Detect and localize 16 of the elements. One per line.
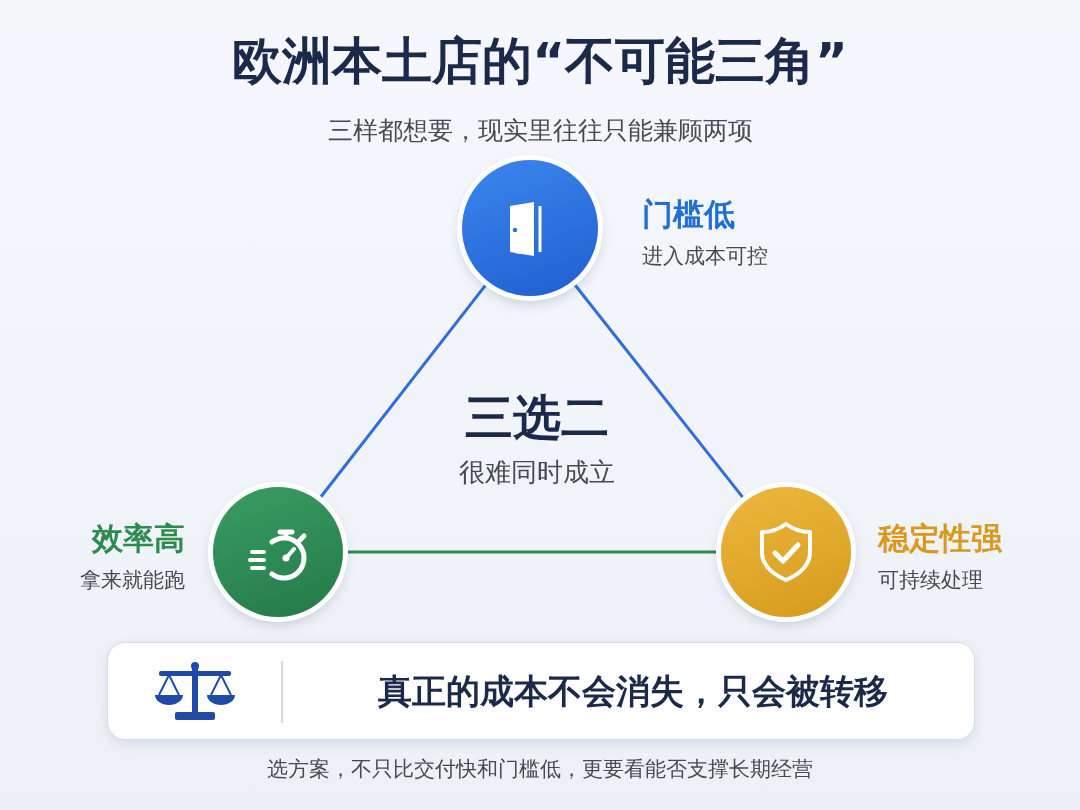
- connector-line: [348, 550, 716, 554]
- callout-text: 真正的成本不会消失，只会被转移: [377, 670, 889, 713]
- connector-line: [319, 284, 487, 498]
- node-subtitle: 进入成本可控: [642, 243, 769, 270]
- node-heading: 稳定性强: [878, 519, 1003, 558]
- node-subtitle: 拿来就能跑: [79, 567, 185, 594]
- title: 欧洲本土店的“不可能三角”: [231, 31, 849, 92]
- node-heading: 效率高: [90, 519, 185, 558]
- node-heading: 门槛低: [642, 195, 736, 234]
- center-heading: 三选二: [464, 388, 610, 447]
- connector-line: [574, 284, 744, 498]
- center-subtitle: 很难同时成立: [458, 456, 616, 489]
- subtitle: 三样都想要，现实里往往只能兼顾两项: [326, 115, 754, 147]
- node-subtitle: 可持续处理: [878, 567, 984, 594]
- callout-card: [107, 642, 975, 740]
- footnote: 选方案，不只比交付快和门槛低，更要看能否支撑长期经营: [266, 756, 814, 783]
